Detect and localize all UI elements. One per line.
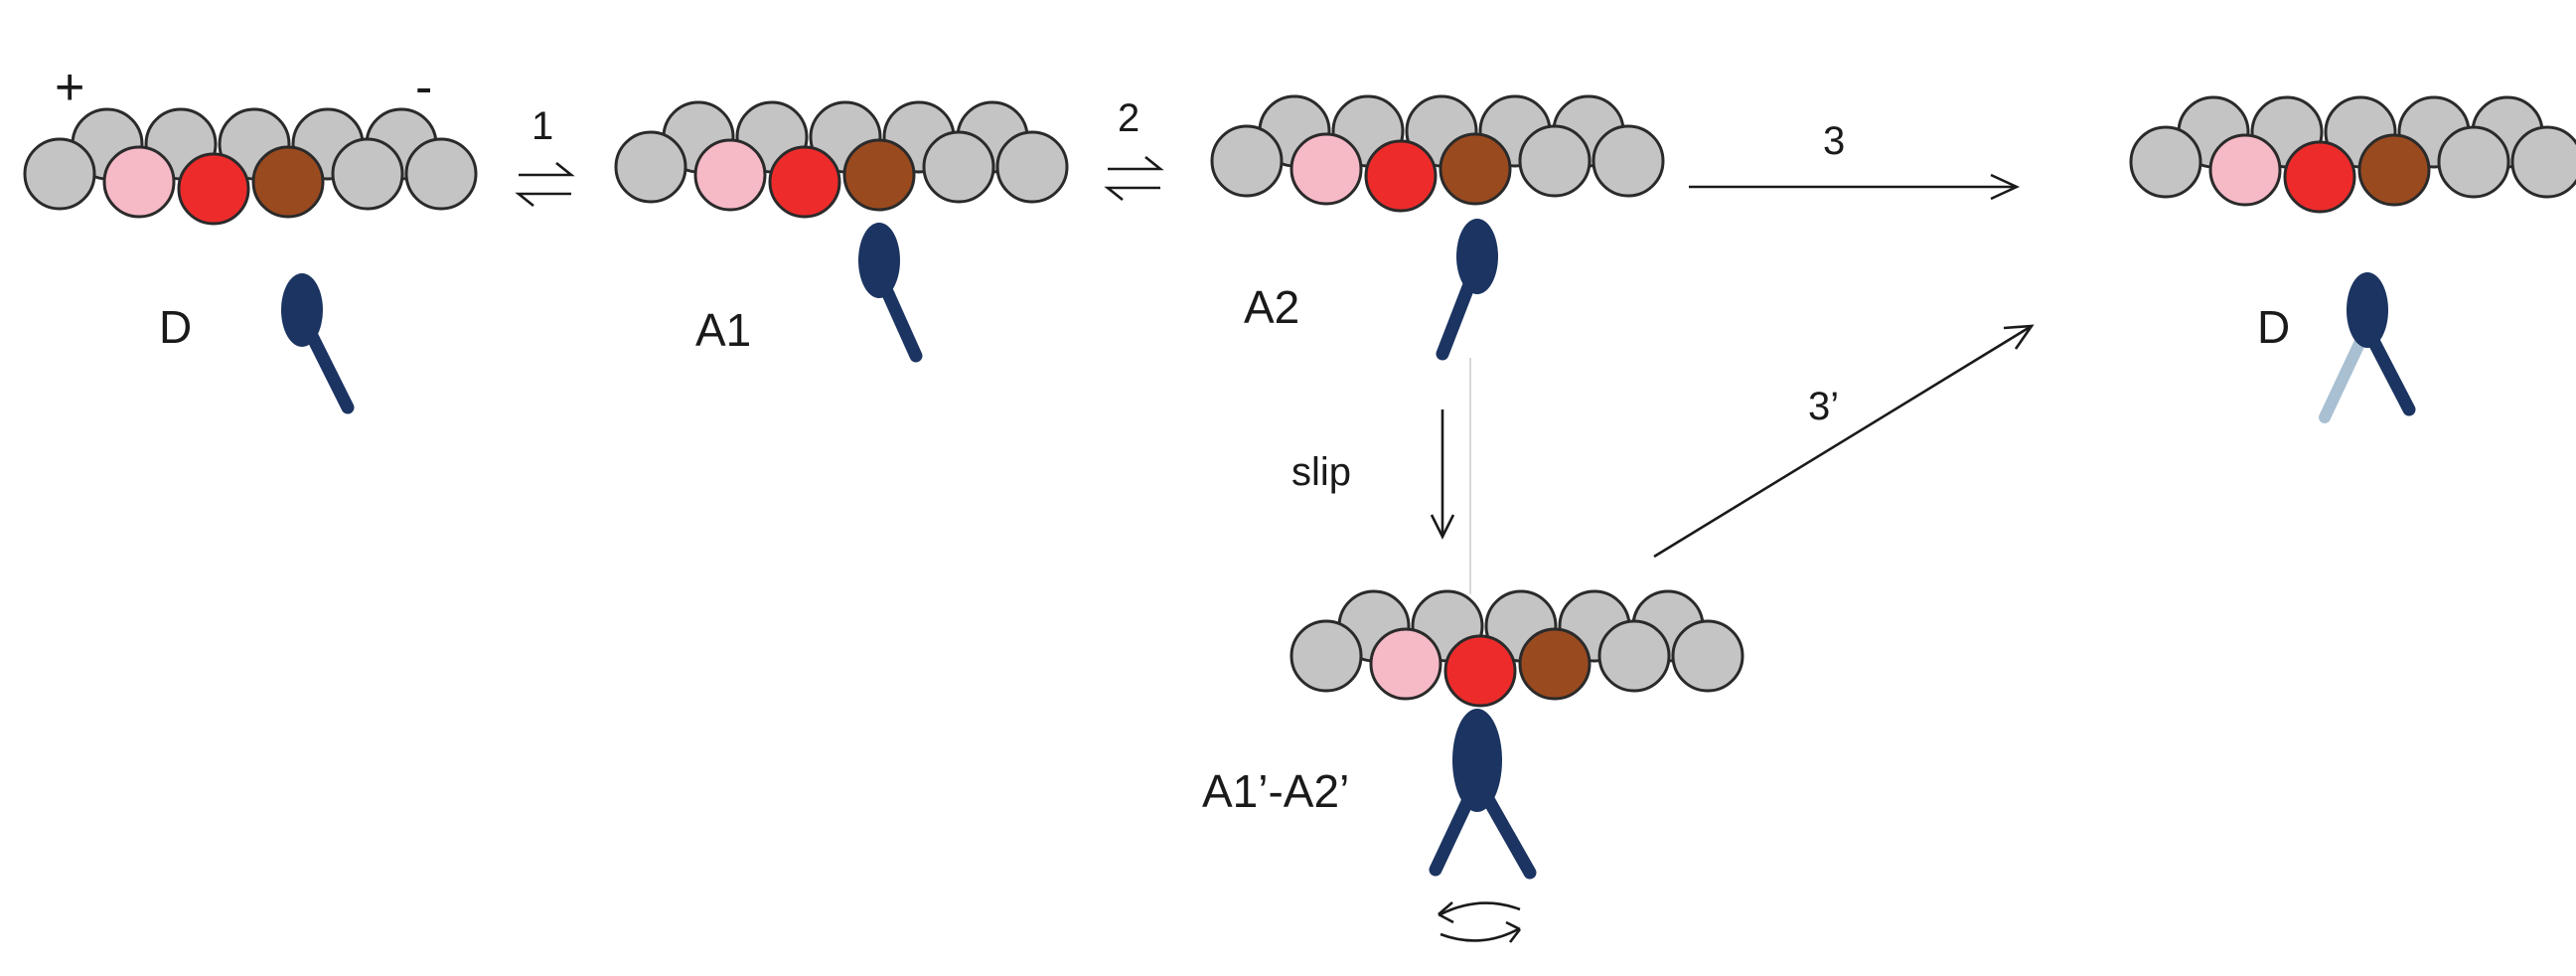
pink-subunit (102, 145, 176, 219)
actin-subunit (1210, 124, 1284, 198)
red-subunit (1364, 139, 1438, 213)
equilibrium-arrow-step2 (1104, 155, 1164, 202)
actin-subunit (995, 130, 1069, 204)
state-label-d-left: D (159, 301, 192, 353)
actin-subunit (614, 130, 687, 204)
actin-subunit (331, 137, 404, 211)
step1-label: 1 (531, 104, 553, 148)
pink-subunit (1369, 627, 1442, 701)
pink-subunit (2208, 133, 2282, 207)
state-label-a1: A1 (695, 304, 751, 356)
pink-subunit (1289, 132, 1363, 206)
myosin-head-a1a2 (1429, 709, 1537, 880)
actin-subunit (1518, 124, 1591, 198)
actin-filament-a1a2 (1289, 589, 1744, 708)
myosin-head-a1 (858, 223, 923, 363)
step3-label: 3 (1823, 119, 1845, 163)
arrow-slip (1430, 409, 1455, 540)
myosin-motor-domain (1452, 709, 1502, 812)
arrow-step3-prime (1653, 324, 2035, 559)
actin-filament-a1 (614, 100, 1069, 219)
actin-subunit (1671, 619, 1744, 693)
equilibrium-arrow-step1 (515, 161, 575, 208)
oscillation-icon (1438, 901, 1522, 943)
arrow-step3 (1689, 173, 2021, 201)
pink-subunit (693, 138, 767, 212)
myosin-head-d-right (2319, 272, 2416, 423)
slip-label: slip (1291, 450, 1351, 494)
actin-subunit (2129, 125, 2202, 199)
actin-subunit (23, 137, 96, 211)
actin-subunit (2510, 125, 2576, 199)
plus-end-sign: + (55, 59, 84, 116)
red-subunit (2283, 140, 2356, 214)
red-subunit (1443, 634, 1517, 708)
myosin-head-a2 (1436, 219, 1498, 361)
minus-end-sign: - (415, 59, 432, 116)
actin-subunit (922, 130, 995, 204)
actin-filament-a2 (1210, 94, 1665, 213)
actin-subunit (1597, 619, 1671, 693)
actin-filament-d-right (2129, 95, 2576, 214)
myosin-motor-domain (281, 273, 323, 347)
step3-prime-label: 3’ (1808, 385, 1839, 428)
brown-subunit (1518, 627, 1591, 701)
myosin-motor-domain (858, 223, 900, 298)
actin-subunit (1591, 124, 1665, 198)
myosin-lever-arm-ghost (2319, 327, 2370, 423)
brown-subunit (251, 145, 325, 219)
myosin-motor-domain (1456, 219, 1498, 294)
brown-subunit (842, 138, 916, 212)
myosin-lever-arm (2362, 326, 2416, 416)
myosin-motor-domain (2347, 272, 2388, 348)
actin-filament-d-left (23, 107, 478, 226)
actin-subunit (404, 137, 478, 211)
actin-subunit (2437, 125, 2510, 199)
actin-subunit (1289, 619, 1363, 693)
myosin-head-d-left (281, 273, 355, 414)
brown-subunit (1439, 132, 1512, 206)
step2-label: 2 (1118, 96, 1139, 140)
state-label-d-right: D (2257, 301, 2290, 353)
state-label-a2: A2 (1244, 281, 1299, 333)
state-label-a1a2: A1’-A2’ (1202, 765, 1349, 817)
red-subunit (177, 152, 250, 226)
brown-subunit (2357, 133, 2431, 207)
red-subunit (768, 145, 841, 219)
